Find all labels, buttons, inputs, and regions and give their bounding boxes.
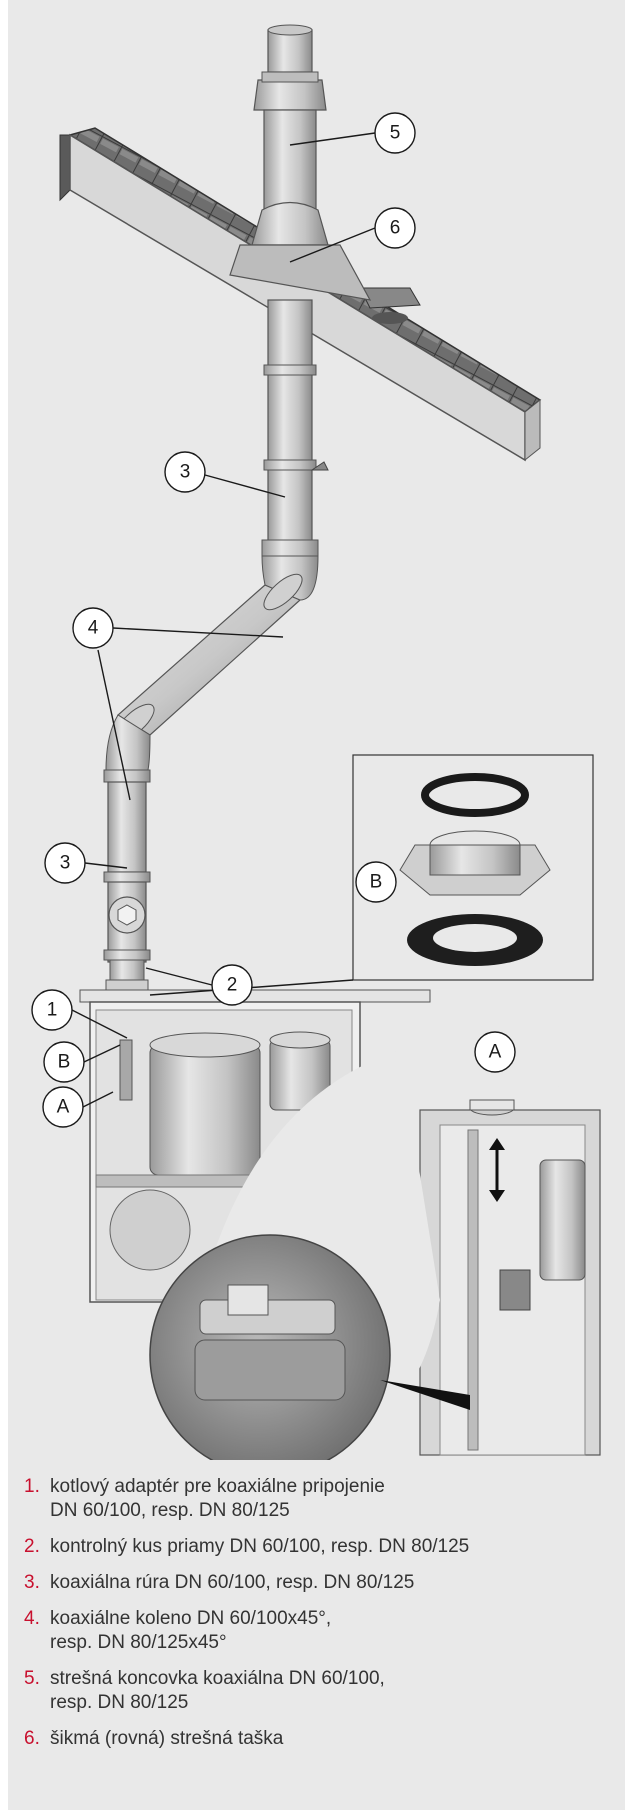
legend-item: 6. šikmá (rovná) strešná taška xyxy=(24,1727,614,1751)
legend-item-text: strešná koncovka koaxiálna DN 60/100, re… xyxy=(50,1668,385,1713)
inset-b-frame xyxy=(352,754,594,981)
legend-item-text: koaxiálna rúra DN 60/100, resp. DN 80/12… xyxy=(50,1572,415,1593)
diagonal-pipe xyxy=(105,555,319,771)
roof-flashing xyxy=(229,201,372,301)
legend-item-number: 4. xyxy=(24,1608,40,1629)
boiler-adapter xyxy=(105,959,149,991)
legend-item-number: 3. xyxy=(24,1572,40,1593)
clamp-detail-lens xyxy=(149,1050,470,1460)
callout-3-lower: 3 xyxy=(44,842,86,884)
roof-terminal xyxy=(253,24,327,211)
legend-item-number: 6. xyxy=(24,1728,40,1749)
svg-text:3: 3 xyxy=(180,462,191,483)
leader-lines xyxy=(71,132,376,1108)
svg-text:B: B xyxy=(370,872,383,893)
legend-item-number: 2. xyxy=(24,1536,40,1557)
callout-b-inset: B xyxy=(355,861,397,903)
svg-text:A: A xyxy=(57,1097,70,1118)
svg-text:1: 1 xyxy=(47,1000,58,1021)
legend-item-text: koaxiálne koleno DN 60/100x45°, resp. DN… xyxy=(50,1608,332,1653)
vertical-pipe-upper xyxy=(261,299,329,557)
svg-text:5: 5 xyxy=(390,123,401,144)
parts-legend: 1. kotlový adaptér pre koaxiálne pripojen… xyxy=(24,1475,614,1763)
callout-6: 6 xyxy=(374,207,416,249)
legend-item-text: kotlový adaptér pre koaxiálne pripojenie… xyxy=(50,1476,385,1521)
vertical-pipe-lower xyxy=(103,769,151,883)
callout-a-inset: A xyxy=(474,1031,516,1073)
callout-4: 4 xyxy=(72,607,114,649)
callout-5: 5 xyxy=(374,112,416,154)
legend-item-number: 5. xyxy=(24,1668,40,1689)
legend-item: 2. kontrolný kus priamy DN 60/100, resp. … xyxy=(24,1535,614,1559)
svg-text:3: 3 xyxy=(60,853,71,874)
legend-item: 5. strešná koncovka koaxiálna DN 60/100, … xyxy=(24,1667,614,1715)
legend-item-number: 1. xyxy=(24,1476,40,1497)
callout-2: 2 xyxy=(211,964,253,1006)
control-piece xyxy=(103,881,151,963)
svg-text:A: A xyxy=(489,1042,502,1063)
callout-3-upper: 3 xyxy=(164,451,206,493)
legend-item-text: kontrolný kus priamy DN 60/100, resp. DN… xyxy=(50,1536,470,1557)
callout-1: 1 xyxy=(31,989,73,1031)
svg-text:4: 4 xyxy=(88,618,99,639)
flue-installation-diagram: 5 6 3 4 3 2 1 B A B A xyxy=(31,24,601,1460)
callout-b-main: B xyxy=(43,1041,85,1083)
svg-text:2: 2 xyxy=(227,975,238,996)
callout-a-main: A xyxy=(42,1086,84,1128)
svg-text:6: 6 xyxy=(390,218,401,239)
legend-item: 1. kotlový adaptér pre koaxiálne pripojen… xyxy=(24,1475,614,1523)
legend-item: 4. koaxiálne koleno DN 60/100x45°, resp. … xyxy=(24,1607,614,1655)
legend-item-text: šikmá (rovná) strešná taška xyxy=(50,1728,284,1749)
svg-text:B: B xyxy=(58,1052,71,1073)
legend-item: 3. koaxiálna rúra DN 60/100, resp. DN 80/… xyxy=(24,1571,614,1595)
